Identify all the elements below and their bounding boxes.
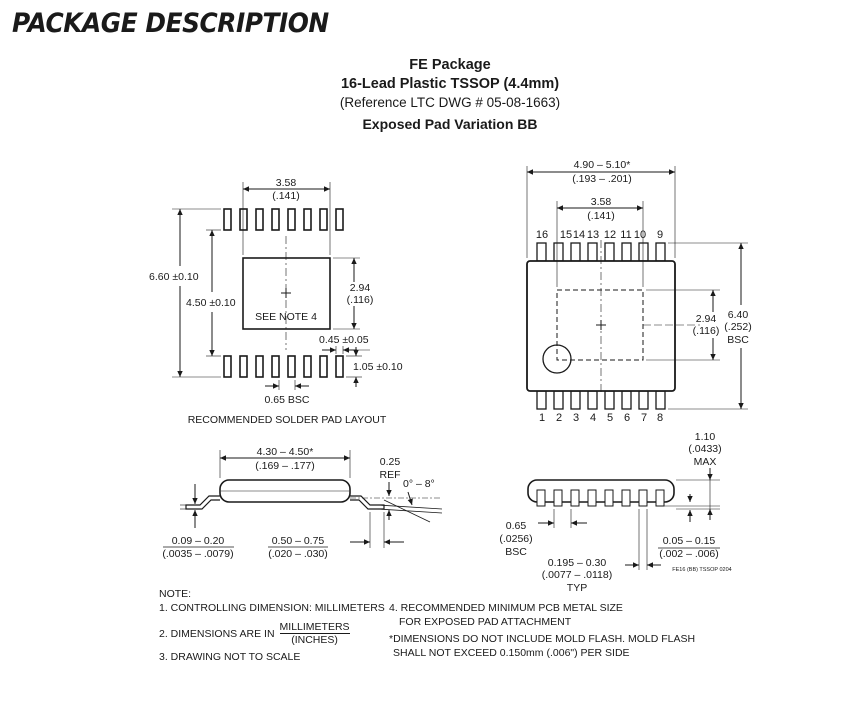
- pin-label: 13: [587, 229, 599, 241]
- package-titles: FE Package 16-Lead Plastic TSSOP (4.4mm)…: [250, 56, 650, 132]
- solder-see-note: SEE NOTE 4: [255, 311, 317, 323]
- note-4-line1: 4. RECOMMENDED MINIMUM PCB METAL SIZE: [389, 602, 623, 614]
- top-pad-height-mm: 2.94: [696, 313, 717, 325]
- pin-label: 12: [604, 229, 616, 241]
- end-view: [527, 468, 720, 570]
- pin-label: 7: [641, 412, 647, 424]
- note-5-line1: *DIMENSIONS DO NOT INCLUDE MOLD FLASH. M…: [389, 633, 696, 645]
- end-height-in: (.0433): [688, 443, 721, 455]
- pin-label: 10: [634, 229, 646, 241]
- side-angle: 0° – 8°: [403, 478, 435, 490]
- note-5-line2: SHALL NOT EXCEED 0.150mm (.006") PER SID…: [393, 647, 630, 659]
- end-height-note: MAX: [694, 456, 717, 468]
- end-pitch-mm: 0.65: [506, 520, 527, 532]
- top-length-in: (.193 – .201): [572, 173, 632, 185]
- solder-layout-caption: RECOMMENDED SOLDER PAD LAYOUT: [188, 414, 387, 426]
- top-view: [526, 166, 748, 410]
- solder-layout-labels: 3.58 (.141) 6.60 ±0.10 4.50 ±0.10 2.94 (…: [149, 177, 403, 426]
- solder-pad-width-mm: 3.58: [276, 177, 297, 189]
- top-pad-width-in: (.141): [587, 210, 614, 222]
- pin-label: 16: [536, 229, 548, 241]
- pin-label: 6: [624, 412, 630, 424]
- note-2-prefix: 2. DIMENSIONS ARE IN: [159, 627, 275, 640]
- note-2-denominator: (INCHES): [291, 634, 338, 646]
- end-view-body: [527, 479, 675, 503]
- notes-right: 4. RECOMMENDED MINIMUM PCB METAL SIZE FO…: [389, 601, 695, 660]
- solder-body-height: 4.50 ±0.10: [186, 297, 236, 309]
- top-width-in: (.252): [724, 321, 751, 333]
- side-foot-mm: 0.50 – 0.75: [272, 535, 325, 547]
- top-view-lower-leads: [536, 390, 666, 410]
- side-view-left-lead: [185, 495, 220, 510]
- top-pad-width-mm: 3.58: [591, 196, 612, 208]
- pin-label: 9: [657, 229, 663, 241]
- pin-label: 15: [560, 229, 572, 241]
- pin-label: 8: [657, 412, 663, 424]
- solder-top-pads: [223, 208, 344, 231]
- solder-pad-height-in: (.116): [347, 294, 374, 306]
- package-variation: Exposed Pad Variation BB: [362, 116, 538, 132]
- pin-label: 1: [539, 412, 545, 424]
- note-1: 1. CONTROLLING DIMENSION: MILLIMETERS: [159, 602, 385, 614]
- notes-title: NOTE:: [159, 588, 192, 600]
- end-height-mm: 1.10: [695, 431, 716, 443]
- end-lead-w-mm: 0.195 – 0.30: [548, 557, 607, 569]
- top-width-note: BSC: [727, 334, 749, 346]
- package-name: FE Package: [409, 57, 491, 73]
- side-view-labels: 4.30 – 4.50* (.169 – .177) 0.25 REF 0° –…: [162, 446, 434, 560]
- page-header: PACKAGE DESCRIPTION: [12, 8, 329, 39]
- top-length-mm: 4.90 – 5.10*: [574, 159, 631, 171]
- solder-pitch: 0.65 BSC: [265, 394, 310, 406]
- side-body-width-mm: 4.30 – 4.50*: [257, 446, 314, 458]
- solder-overall-height: 6.60 ±0.10: [149, 271, 199, 283]
- side-lead-thk-mm: 0.09 – 0.20: [172, 535, 225, 547]
- note-2: 2. DIMENSIONS ARE IN MILLIMETERS (INCHES…: [159, 621, 385, 646]
- side-body-width-in: (.169 – .177): [255, 460, 315, 472]
- pin-label: 4: [590, 412, 596, 424]
- pin-label: 11: [620, 229, 631, 241]
- solder-bottom-pads: [223, 355, 344, 378]
- note-3: 3. DRAWING NOT TO SCALE: [159, 651, 301, 663]
- side-ref-mm: 0.25: [380, 456, 401, 468]
- side-ref-label: REF: [380, 469, 401, 481]
- end-pitch-in: (.0256): [499, 533, 532, 545]
- pin1-indicator: [542, 344, 572, 374]
- side-foot-in: (.020 – .030): [268, 548, 328, 560]
- pin-label: 3: [573, 412, 579, 424]
- pin-label: 2: [556, 412, 562, 424]
- side-view-right-lead: [350, 495, 385, 510]
- end-lead-w-in: (.0077 – .0118): [542, 569, 612, 581]
- note-2-fraction: MILLIMETERS (INCHES): [279, 621, 350, 646]
- end-lead-w-note: TYP: [567, 582, 587, 594]
- top-view-upper-leads: [536, 242, 666, 262]
- top-pad-height-in: (.116): [693, 325, 720, 337]
- notes-left: NOTE: 1. CONTROLLING DIMENSION: MILLIMET…: [159, 587, 385, 664]
- note-4-line2: FOR EXPOSED PAD ATTACHMENT: [399, 616, 572, 628]
- pin-label: 14: [573, 229, 585, 241]
- pin-label: 5: [607, 412, 613, 424]
- drawing-id: FE16 (BB) TSSOP 0204: [672, 567, 731, 573]
- top-pin-numbers: 16 15 14 13 12 11 10 9 1 2 3 4 5 6 7 8: [536, 229, 663, 424]
- side-view: [180, 450, 443, 548]
- solder-pad-width-in: (.141): [272, 190, 299, 202]
- package-reference: (Reference LTC DWG # 05-08-1663): [339, 95, 561, 110]
- side-lead-thk-in: (.0035 – .0079): [162, 548, 233, 560]
- end-standoff-in: (.002 – .006): [659, 548, 719, 560]
- top-view-labels: 4.90 – 5.10* (.193 – .201) 3.58 (.141) 2…: [536, 159, 752, 424]
- solder-pad-height-mm: 2.94: [350, 282, 371, 294]
- note-2-numerator: MILLIMETERS: [279, 621, 350, 634]
- end-view-leads: [536, 489, 665, 507]
- top-width-mm: 6.40: [728, 309, 749, 321]
- end-pitch-note: BSC: [505, 546, 527, 558]
- solder-pad-layout: [172, 182, 370, 390]
- package-lead-title: 16-Lead Plastic TSSOP (4.4mm): [340, 76, 560, 92]
- end-view-labels: 1.10 (.0433) MAX 0.65 (.0256) BSC 0.195 …: [499, 431, 731, 594]
- end-standoff-mm: 0.05 – 0.15: [663, 535, 716, 547]
- solder-lead-length: 1.05 ±0.10: [353, 361, 403, 373]
- solder-lead-width: 0.45 ±0.05: [319, 334, 369, 346]
